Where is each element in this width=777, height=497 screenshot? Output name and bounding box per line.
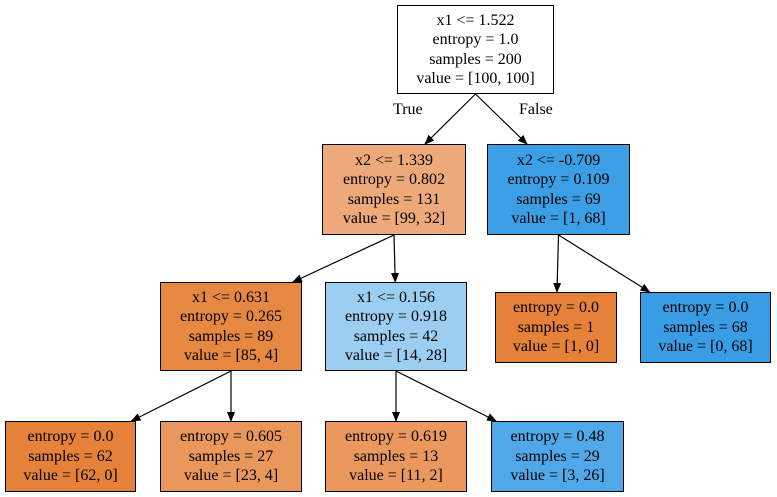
node-samples-text: samples = 27 xyxy=(188,447,274,465)
node-value-text: value = [1, 68] xyxy=(511,210,606,227)
node-value-text: value = [1, 0] xyxy=(512,338,600,356)
tree-edge-n3-n7 xyxy=(130,370,232,422)
node-value-text: value = [0, 68] xyxy=(658,338,753,356)
node-entropy-text: entropy = 0.918 xyxy=(345,308,447,325)
node-samples-text: samples = 69 xyxy=(516,190,601,208)
node-value-text: value = [62, 0] xyxy=(23,467,118,485)
node-entropy-text: entropy = 0.0 xyxy=(27,428,114,446)
tree-node-n4: x1 <= 0.156 entropy = 0.918 samples = 42 va… xyxy=(325,282,467,371)
node-samples-text: samples = 200 xyxy=(429,50,522,68)
node-entropy-text: entropy = 0.0 xyxy=(513,299,599,317)
node-split-text: x1 <= 1.522 xyxy=(436,11,515,29)
node-entropy-text: entropy = 0.109 xyxy=(507,171,610,188)
tree-edge-n0-n1 xyxy=(424,93,476,145)
node-entropy-text: entropy = 1.0 xyxy=(432,31,519,48)
tree-edge-n2-n5 xyxy=(553,234,562,293)
node-split-text: x2 <= 1.339 xyxy=(354,151,434,169)
node-value-text: value = [99, 32] xyxy=(342,210,446,227)
node-split-text: x2 <= -0.709 xyxy=(516,151,601,169)
node-samples-text: samples = 29 xyxy=(515,447,600,465)
node-value-text: value = [23, 4] xyxy=(183,467,279,485)
tree-edge-n0-n2 xyxy=(475,93,528,145)
node-value-text: value = [85, 4] xyxy=(183,347,279,364)
tree-node-n2: x2 <= -0.709 entropy = 0.109 samples = 69 v… xyxy=(487,144,630,235)
node-entropy-text: entropy = 0.802 xyxy=(343,171,445,188)
node-samples-text: samples = 131 xyxy=(347,190,441,208)
node-samples-text: samples = 42 xyxy=(353,327,439,345)
tree-edge-n2-n6 xyxy=(558,234,651,293)
tree-node-n1: x2 <= 1.339 entropy = 0.802 samples = 131 v… xyxy=(322,144,466,235)
edge-label-false: False xyxy=(519,101,553,118)
node-samples-text: samples = 68 xyxy=(663,318,748,336)
node-samples-text: samples = 13 xyxy=(353,447,439,465)
edge-label-true: True xyxy=(393,101,423,118)
node-value-text: value = [3, 26] xyxy=(510,467,605,485)
node-split-text: x1 <= 0.156 xyxy=(356,288,436,306)
tree-edge-n4-n10 xyxy=(395,370,498,422)
tree-node-n0: x1 <= 1.522 entropy = 1.0 samples = 200 val… xyxy=(397,5,554,94)
node-entropy-text: entropy = 0.605 xyxy=(180,428,282,446)
tree-edge-n1-n3 xyxy=(292,234,395,283)
node-samples-text: samples = 62 xyxy=(28,447,113,465)
node-entropy-text: entropy = 0.48 xyxy=(510,428,605,446)
node-value-text: value = [11, 2] xyxy=(349,467,443,485)
tree-node-n3: x1 <= 0.631 entropy = 0.265 samples = 89 va… xyxy=(160,282,302,371)
node-samples-text: samples = 89 xyxy=(188,327,274,345)
node-value-text: value = [14, 28] xyxy=(344,347,448,364)
tree-edge-n1-n4 xyxy=(391,234,400,283)
node-entropy-text: entropy = 0.0 xyxy=(662,299,749,317)
node-value-text: value = [100, 100] xyxy=(416,70,535,87)
node-entropy-text: entropy = 0.265 xyxy=(180,308,282,325)
node-split-text: x1 <= 0.631 xyxy=(191,288,271,306)
node-samples-text: samples = 1 xyxy=(517,318,595,336)
node-entropy-text: entropy = 0.619 xyxy=(345,428,447,446)
